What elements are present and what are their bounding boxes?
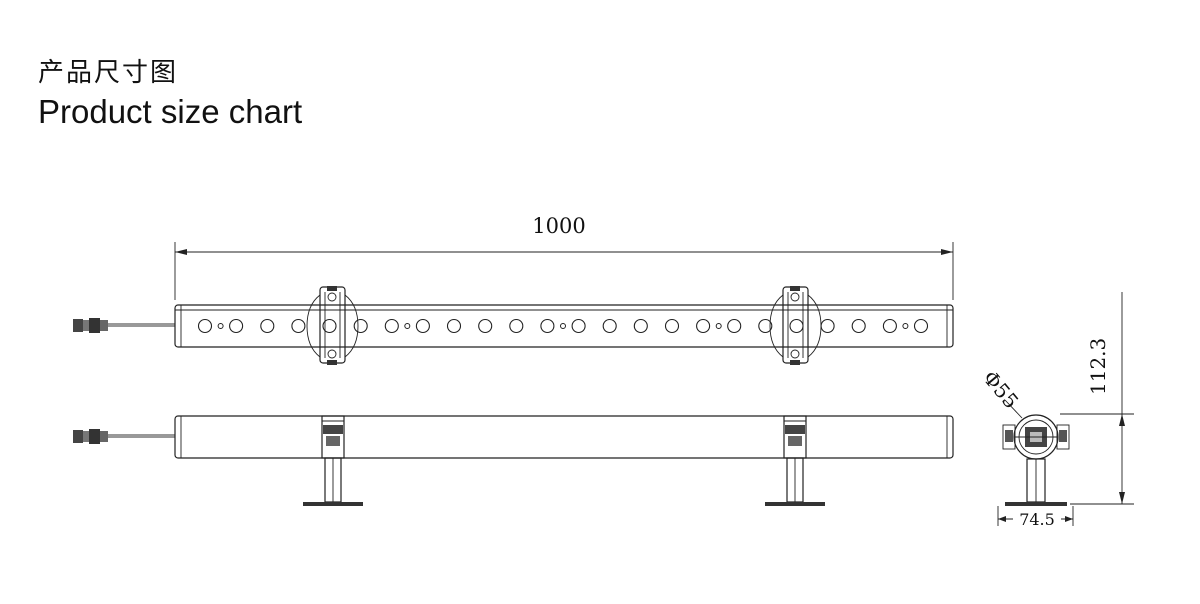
diameter-label: Φ55 <box>978 366 1023 413</box>
stand-left <box>303 415 363 506</box>
led-lens <box>509 318 524 334</box>
led-lens <box>353 318 368 334</box>
led-spacer-dot <box>715 323 722 329</box>
drawing-heading: 产品尺寸图 Product size chart <box>38 56 302 132</box>
led-spacer-dot <box>217 323 224 329</box>
led-lens <box>540 318 555 334</box>
led-lens <box>478 318 493 334</box>
led-lens <box>664 318 680 334</box>
led-spacer-dot <box>404 323 411 329</box>
led-lens <box>229 318 244 334</box>
title-chinese: 产品尺寸图 <box>38 58 179 88</box>
led-lens <box>446 318 462 334</box>
base-width-label: 74.5 <box>1019 510 1055 529</box>
led-lens <box>415 318 430 334</box>
led-lens <box>291 318 306 334</box>
led-lens <box>851 318 866 334</box>
cable-connector-icon <box>73 429 175 444</box>
front-view <box>73 286 954 365</box>
led-lens <box>571 318 586 334</box>
title-english: Product size chart <box>38 93 303 130</box>
led-spacer-dot <box>560 323 566 329</box>
led-lens <box>727 318 742 334</box>
cable-connector-icon <box>73 318 175 333</box>
led-lens <box>602 318 617 334</box>
led-lens <box>322 318 337 334</box>
length-dimension: 1000 <box>174 214 954 300</box>
led-lens <box>789 318 804 334</box>
led-spacer-dot <box>902 323 909 329</box>
mounting-bracket-left <box>306 286 359 365</box>
end-view: Φ55 112.3 74.5 <box>978 292 1134 529</box>
side-view <box>73 415 954 506</box>
led-lens <box>260 318 275 334</box>
led-lens <box>758 318 773 334</box>
stand-right <box>765 415 825 506</box>
led-lens <box>633 318 648 334</box>
led-lens <box>696 318 711 334</box>
led-lens <box>913 318 929 334</box>
length-label: 1000 <box>532 214 585 238</box>
led-lens <box>882 318 897 334</box>
led-row <box>197 318 929 334</box>
led-lens <box>197 318 213 334</box>
led-lens <box>384 318 399 334</box>
height-label: 112.3 <box>1086 338 1110 395</box>
mounting-bracket-right <box>769 286 822 365</box>
led-lens <box>820 318 835 334</box>
